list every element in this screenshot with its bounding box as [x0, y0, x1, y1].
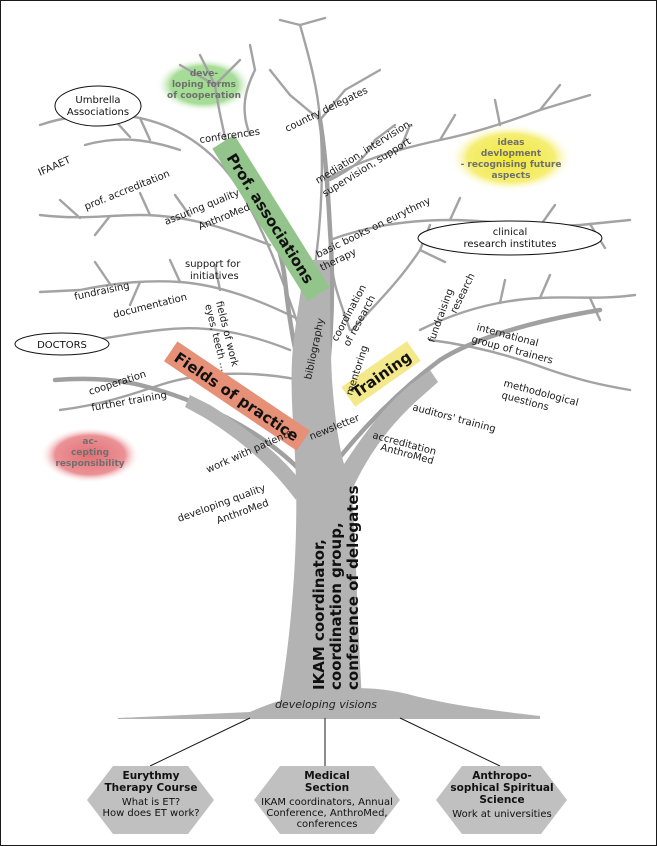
- label-basic-books: basic books on eurythmy: [314, 196, 432, 261]
- svg-text:Umbrella: Umbrella: [75, 95, 120, 106]
- svg-text:aspects: aspects: [492, 171, 531, 181]
- label-country-delegates: country delegates: [283, 85, 369, 135]
- label-prof-accreditation: prof. accreditation: [83, 168, 172, 212]
- svg-text:initiatives: initiatives: [190, 271, 239, 282]
- label-auditors: auditors' training: [411, 402, 497, 435]
- label-ifaaet: IFAAET: [37, 154, 74, 178]
- svg-text:deve-: deve-: [190, 69, 219, 79]
- svg-text:Associations: Associations: [67, 107, 129, 118]
- svg-text:devlopment: devlopment: [481, 149, 542, 159]
- thin-branches: [40, 18, 635, 410]
- bubble-umbrella: [55, 86, 141, 126]
- svg-text:clinical: clinical: [493, 227, 528, 238]
- svg-text:ideas: ideas: [497, 138, 524, 148]
- svg-text:responsibility: responsibility: [55, 459, 124, 469]
- svg-text:coordination group,: coordination group,: [327, 522, 345, 690]
- svg-text:loping forms: loping forms: [172, 80, 236, 90]
- base-label: developing visions: [275, 698, 377, 711]
- svg-text:conference of delegates: conference of delegates: [344, 485, 362, 690]
- root-lines: [150, 718, 500, 766]
- label-fundraising-left: fundraising: [73, 280, 130, 302]
- svg-text:- recognising future: - recognising future: [461, 160, 562, 170]
- svg-text:cepting: cepting: [71, 448, 109, 458]
- svg-text:ac-: ac-: [82, 437, 97, 447]
- label-support-initiatives: support for: [185, 259, 241, 270]
- svg-text:of cooperation: of cooperation: [167, 91, 241, 101]
- svg-text:DOCTORS: DOCTORS: [37, 340, 87, 351]
- label-documentation: documentation: [112, 292, 188, 321]
- hex-anthroposophical-body: Work at universities: [444, 809, 560, 820]
- svg-text:research institutes: research institutes: [463, 239, 556, 250]
- svg-text:IKAM coordinator,: IKAM coordinator,: [310, 539, 328, 690]
- hex-eurythmy-body: What is ET?How does ET work?: [95, 797, 207, 819]
